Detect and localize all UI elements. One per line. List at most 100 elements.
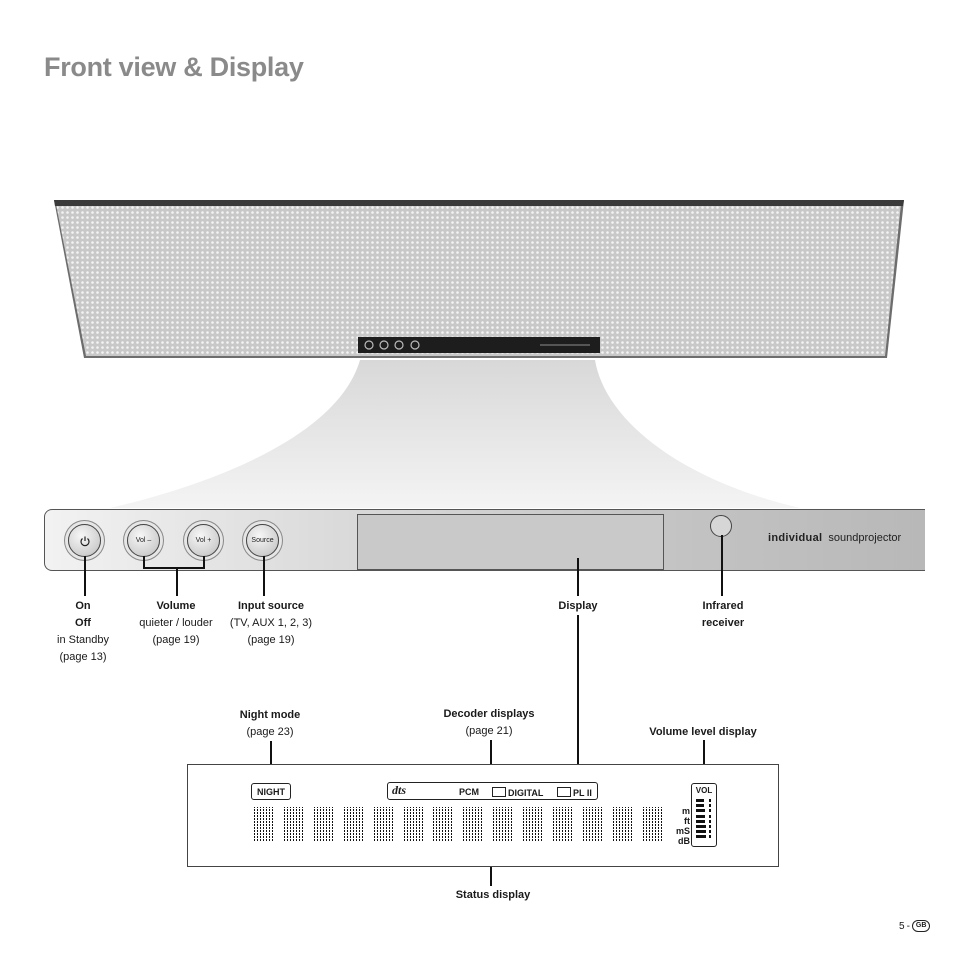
- volume-bar: [696, 809, 705, 813]
- page-number: 5: [899, 920, 905, 932]
- power-button[interactable]: [68, 524, 101, 557]
- vol-label: VOL: [695, 786, 713, 795]
- status-digit: [493, 807, 514, 841]
- volume-bar: [696, 814, 705, 818]
- leader-display-top: [577, 558, 579, 596]
- brand-logo: individual soundprojector: [768, 532, 901, 544]
- decoder-label: Decoder displays: [443, 708, 535, 720]
- model-name: soundprojector: [828, 532, 902, 544]
- dolby-icon: [557, 787, 571, 797]
- vol-minus-button[interactable]: Vol –: [127, 524, 160, 557]
- leader-vol-minus: [143, 556, 145, 568]
- soundbar-illustration: [54, 200, 904, 508]
- callout-volume-level: Volume level display: [638, 724, 768, 741]
- callout-status: Status display: [440, 887, 546, 904]
- status-digit: [612, 807, 633, 841]
- leader-decoder: [490, 740, 492, 783]
- night-mode-label: Night mode: [239, 709, 301, 721]
- volume-level-label: Volume level display: [649, 726, 757, 738]
- on-off-note: in Standby: [57, 634, 109, 646]
- vol-plus-button[interactable]: Vol +: [187, 524, 220, 557]
- page-footer: 5 - GB: [899, 920, 931, 932]
- status-digit: [254, 807, 274, 841]
- status-digit: [463, 807, 484, 841]
- lang-badge: GB: [911, 920, 931, 932]
- volume-bar: [696, 825, 706, 828]
- volume-bar-tick: [709, 830, 711, 834]
- input-source-label: Input source: [237, 600, 304, 612]
- volume-bar-tick: [709, 799, 711, 802]
- unit-ft: ft: [684, 816, 690, 826]
- units-column: m ft mS dB: [672, 806, 690, 846]
- status-digit: [553, 807, 573, 841]
- volume-bar-tick: [709, 804, 711, 808]
- night-mode-page: (page 23): [246, 726, 294, 738]
- volume-bar-tick: [709, 825, 711, 828]
- status-digit: [642, 807, 663, 841]
- unit-db: dB: [678, 836, 690, 846]
- night-indicator: NIGHT: [251, 783, 291, 800]
- callout-decoder: Decoder displays (page 21): [430, 706, 548, 740]
- dolby-digital-indicator: DIGITAL: [492, 787, 543, 798]
- input-source-page: (page 19): [247, 634, 295, 646]
- status-digit: [373, 807, 394, 841]
- leader-volume-level: [703, 740, 705, 783]
- volume-bar: [696, 835, 707, 839]
- volume-bar-tick: [709, 819, 711, 823]
- on-label: On: [75, 600, 91, 612]
- leader-source: [263, 556, 265, 596]
- leader-night: [270, 741, 272, 783]
- input-source-note: (TV, AUX 1, 2, 3): [229, 617, 313, 629]
- source-button[interactable]: Source: [246, 524, 279, 557]
- leader-display-bottom: [577, 615, 579, 768]
- dolby-icon: [492, 787, 506, 797]
- leader-vol-plus: [203, 556, 205, 568]
- on-off-page: (page 13): [59, 651, 107, 663]
- volume-bar-tick: [709, 809, 711, 813]
- dts-logo: dts: [392, 783, 407, 797]
- digital-text: DIGITAL: [508, 788, 544, 798]
- dolby-pl-indicator: PL II: [557, 787, 592, 798]
- pl-text: PL II: [573, 788, 592, 798]
- brand-name: individual: [768, 532, 823, 544]
- leader-volume: [176, 567, 178, 596]
- unit-m: m: [681, 806, 690, 816]
- status-digit: [433, 807, 454, 841]
- volume-bar: [696, 799, 704, 802]
- volume-bar-tick: [709, 814, 711, 818]
- display-label: Display: [558, 600, 598, 612]
- pcm-indicator: PCM: [459, 787, 479, 797]
- volume-label: Volume: [156, 600, 196, 612]
- infrared-label: Infrared: [702, 600, 744, 612]
- power-icon: [79, 536, 90, 546]
- status-digit: [582, 807, 603, 841]
- zoom-fan: [110, 360, 800, 508]
- status-label: Status display: [455, 889, 531, 901]
- leader-vol-bracket: [143, 567, 205, 569]
- status-digit: [343, 807, 364, 841]
- unit-ms: mS: [675, 826, 690, 836]
- volume-bar: [696, 830, 706, 834]
- infrared-receiver: [710, 515, 732, 537]
- off-label: Off: [75, 617, 91, 629]
- volume-bar-tick: [709, 835, 711, 839]
- leader-infrared: [721, 535, 723, 596]
- volume-bar: [696, 804, 705, 808]
- page-title: Front view & Display: [44, 52, 304, 82]
- status-digit: [403, 807, 424, 841]
- status-digit: [523, 807, 544, 841]
- volume-page: (page 19): [152, 634, 200, 646]
- volume-bar: [696, 819, 706, 823]
- decoder-indicators: [387, 782, 598, 800]
- status-digit: [313, 807, 334, 841]
- callout-night-mode: Night mode (page 23): [220, 707, 320, 741]
- status-digit: [283, 807, 304, 841]
- receiver-label: receiver: [701, 617, 745, 629]
- decoder-page: (page 21): [465, 725, 513, 737]
- volume-note: quieter / louder: [139, 617, 213, 629]
- callout-infrared: Infrared receiver: [688, 598, 758, 632]
- callout-volume: Volume quieter / louder (page 19): [128, 598, 224, 649]
- callout-on-off: On Off in Standby (page 13): [48, 598, 118, 666]
- callout-display: Display: [540, 598, 616, 615]
- soundbar-control-strip: [358, 337, 600, 353]
